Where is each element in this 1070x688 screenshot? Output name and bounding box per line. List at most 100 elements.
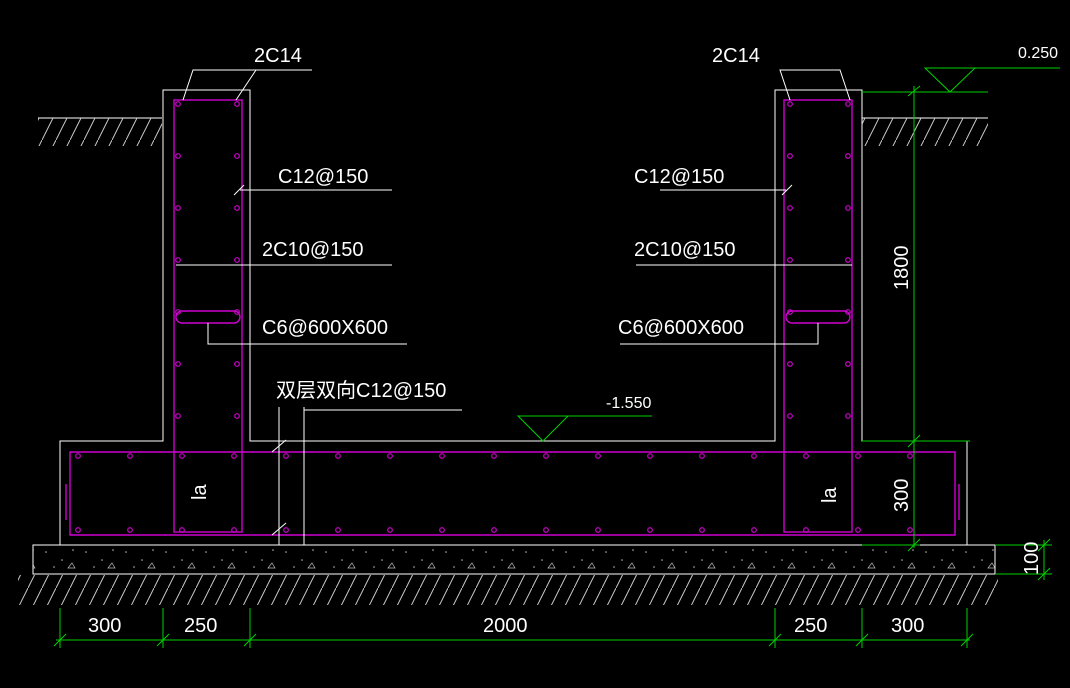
rebar-dot — [907, 527, 913, 533]
label-dim-bottom-4: 250 — [794, 615, 827, 637]
rebar-dot — [787, 361, 793, 367]
rebar-dot — [234, 257, 240, 263]
dim-horizontal-bottom — [53, 608, 974, 648]
rebar-dot — [647, 527, 653, 533]
rebar-dot — [127, 527, 133, 533]
label-bar-horizontal-left: 2C10@150 — [262, 239, 363, 261]
rebar-dot — [845, 153, 851, 159]
soil-hatch-left — [38, 117, 162, 146]
rebar-dot — [439, 453, 445, 459]
rebar-dot — [595, 453, 601, 459]
label-dim-wall-height: 1800 — [891, 246, 913, 291]
rebar-dot — [231, 527, 237, 533]
label-bar-vertical-left: C12@150 — [278, 166, 368, 188]
rebar-dot — [234, 361, 240, 367]
label-dim-bottom-2: 250 — [184, 615, 217, 637]
rebar-dot — [787, 413, 793, 419]
soil-hatch-right — [862, 117, 988, 146]
rebar-dot — [234, 205, 240, 211]
rebar-dot — [855, 453, 861, 459]
rebar-dot — [175, 413, 181, 419]
label-rebar-top-right: 2C14 — [712, 45, 760, 67]
label-dim-bottom-1: 300 — [88, 615, 121, 637]
rebar-dot — [234, 309, 240, 315]
rebar-dot — [845, 205, 851, 211]
rebar-dot — [234, 101, 240, 107]
rebar-dot — [439, 527, 445, 533]
structure-outline — [59, 89, 968, 545]
rebar-dot — [787, 153, 793, 159]
soil-hatch-bottom — [18, 575, 998, 605]
label-base-slab-bars: 双层双向C12@150 — [276, 379, 446, 402]
rebar-dot — [127, 453, 133, 459]
rebar-dot — [699, 527, 705, 533]
rebar-dot — [175, 153, 181, 159]
rebar-dot — [803, 527, 809, 533]
rebar-dot — [543, 453, 549, 459]
label-rebar-top-left: 2C14 — [254, 45, 302, 67]
rebar-dot — [175, 309, 181, 315]
rebar-cage — [65, 99, 960, 536]
dim-vertical-right — [862, 85, 1052, 581]
rebar-dot — [75, 453, 81, 459]
rebar-dot — [543, 527, 549, 533]
rebar-dot — [335, 453, 341, 459]
rebar-dot — [787, 309, 793, 315]
rebar-dot — [231, 453, 237, 459]
rebar-dot — [907, 453, 913, 459]
rebar-dot — [751, 527, 757, 533]
left-wall-rebar — [173, 99, 243, 533]
rebar-dot — [855, 527, 861, 533]
rebar-dot — [175, 361, 181, 367]
rebar-dot — [335, 527, 341, 533]
rebar-dot — [175, 257, 181, 263]
elevation-marker-top — [862, 67, 1060, 93]
rebar-dot — [845, 361, 851, 367]
label-dim-bottom-5: 300 — [891, 615, 924, 637]
elevation-marker-bottom — [516, 415, 652, 442]
rebar-dot — [751, 453, 757, 459]
label-dim-cushion: 100 — [1021, 542, 1043, 575]
rebar-dot — [845, 257, 851, 263]
rebar-dot — [803, 453, 809, 459]
rebar-dot — [75, 527, 81, 533]
rebar-dot — [845, 101, 851, 107]
label-elev-top: 0.250 — [1018, 45, 1058, 62]
label-anchor-left: la — [189, 484, 211, 500]
leader-lines — [176, 69, 852, 545]
rebar-dot — [647, 453, 653, 459]
rebar-dot — [175, 205, 181, 211]
rebar-dot — [491, 453, 497, 459]
label-tie-left: C6@600X600 — [262, 317, 388, 339]
concrete-cushion — [32, 544, 996, 575]
rebar-dots — [75, 101, 913, 533]
rebar-dot — [787, 205, 793, 211]
rebar-dot — [699, 453, 705, 459]
rebar-dot — [175, 101, 181, 107]
rebar-dot — [179, 527, 185, 533]
tie-right — [785, 310, 851, 324]
label-dim-slab-thickness: 300 — [891, 479, 913, 512]
rebar-dot — [787, 101, 793, 107]
rebar-dot — [787, 257, 793, 263]
rebar-dot — [179, 453, 185, 459]
label-tie-right: C6@600X600 — [618, 317, 744, 339]
label-bar-horizontal-right: 2C10@150 — [634, 239, 735, 261]
label-bar-vertical-right: C12@150 — [634, 166, 724, 188]
rebar-dot — [491, 527, 497, 533]
tie-left — [175, 310, 241, 324]
rebar-dot — [845, 413, 851, 419]
rebar-dot — [595, 527, 601, 533]
rebar-dot — [283, 453, 289, 459]
rebar-dot — [845, 309, 851, 315]
base-slab-rebar — [69, 451, 956, 536]
label-anchor-right: la — [819, 487, 841, 503]
label-elev-bottom: -1.550 — [606, 395, 651, 412]
rebar-dot — [387, 527, 393, 533]
label-dim-bottom-3: 2000 — [483, 615, 528, 637]
rebar-dot — [387, 453, 393, 459]
rebar-dot — [234, 153, 240, 159]
rebar-dot — [234, 413, 240, 419]
